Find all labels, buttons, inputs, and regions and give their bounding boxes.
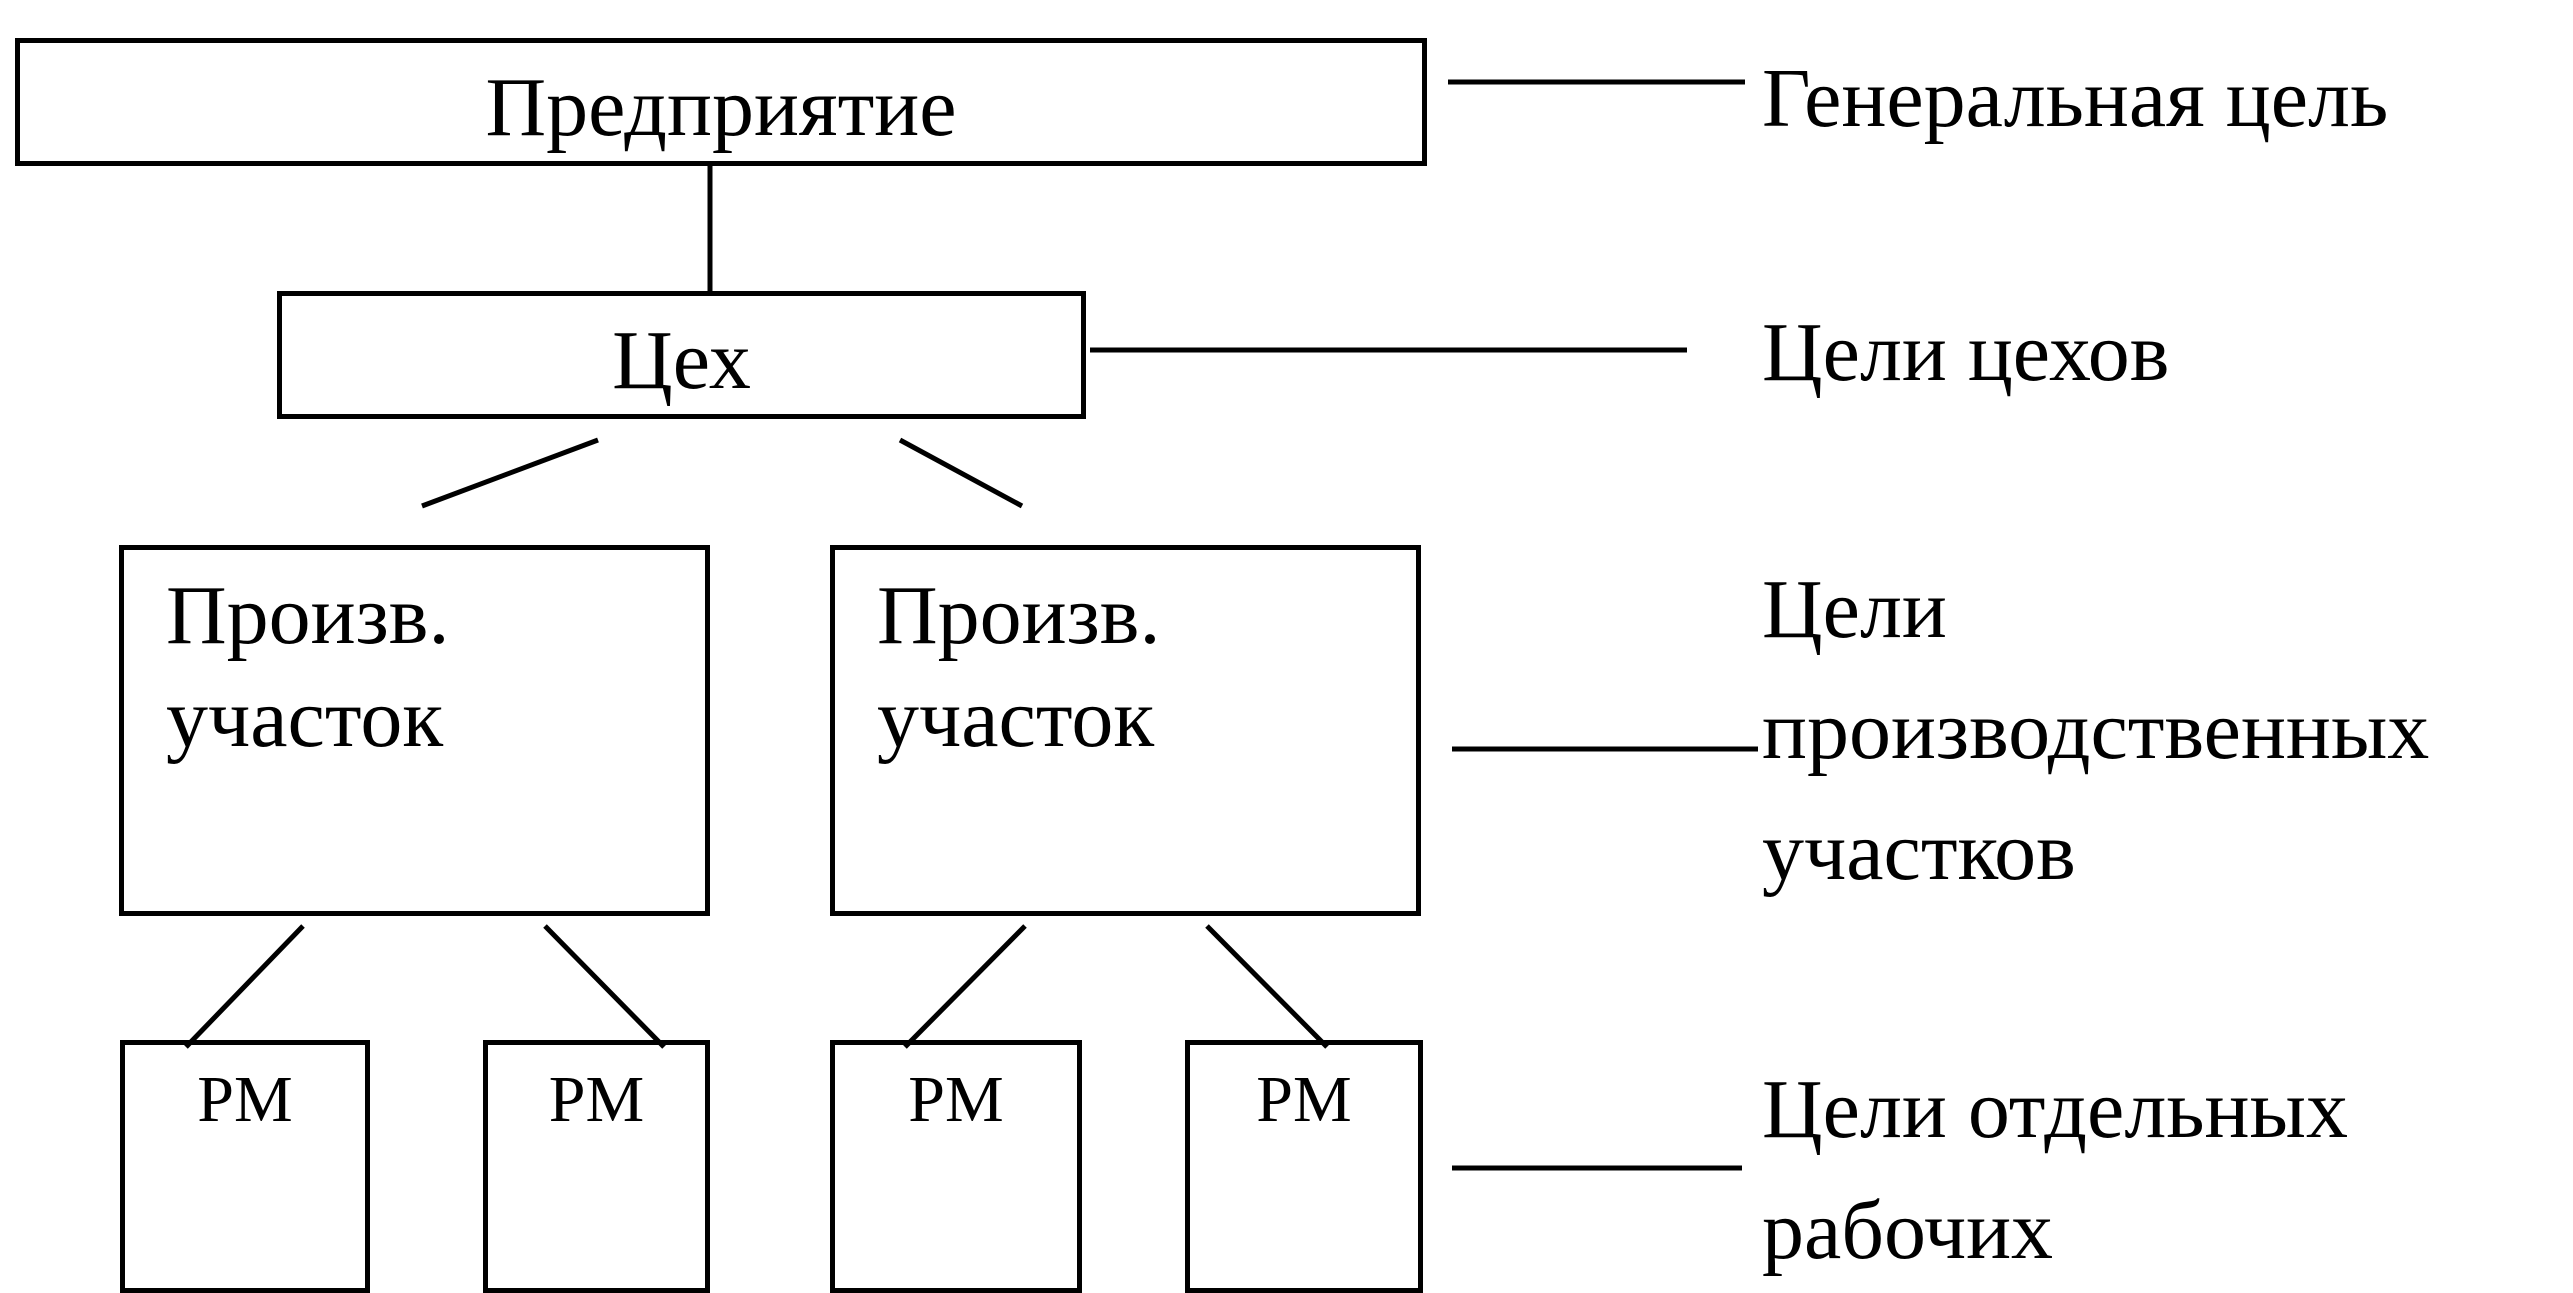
workplace-box-1: РМ <box>120 1040 370 1293</box>
general-goal-label: Генеральная цель <box>1762 52 2389 145</box>
workshop-goals-label: Цели цехов <box>1762 306 2170 399</box>
workshop-label: Цех <box>612 314 751 407</box>
enterprise-box: Предприятие <box>15 38 1427 166</box>
workplace-box-2: РМ <box>483 1040 710 1293</box>
section-box-right: Произв. участок <box>830 545 1421 916</box>
section-right-to-workplace-4-connector <box>1205 924 1329 1049</box>
section-goals-label: Цели производственных участков <box>1762 563 2430 898</box>
workplace-box-3: РМ <box>830 1040 1082 1293</box>
workshop-to-section-right-connector <box>898 437 1024 509</box>
section-right-to-workplace-3-connector <box>903 924 1027 1049</box>
workplace-4-label: РМ <box>1256 1063 1352 1136</box>
workshop-box: Цех <box>277 291 1086 419</box>
workplace-3-label: РМ <box>908 1063 1004 1136</box>
section-left-to-workplace-2-connector <box>543 924 666 1049</box>
section-right-label: Произв. участок <box>877 569 1161 766</box>
workplace-2-label: РМ <box>548 1063 645 1136</box>
section-left-to-workplace-1-connector <box>184 924 305 1049</box>
worker-goals-label: Цели отдельных рабочих <box>1762 1063 2348 1277</box>
workplace-box-4: РМ <box>1185 1040 1423 1293</box>
section-left-label: Произв. участок <box>166 569 450 766</box>
section-box-left: Произв. участок <box>119 545 710 916</box>
workplace-1-label: РМ <box>197 1063 293 1136</box>
workshop-to-section-left-connector <box>421 437 599 509</box>
enterprise-label: Предприятие <box>485 61 957 154</box>
